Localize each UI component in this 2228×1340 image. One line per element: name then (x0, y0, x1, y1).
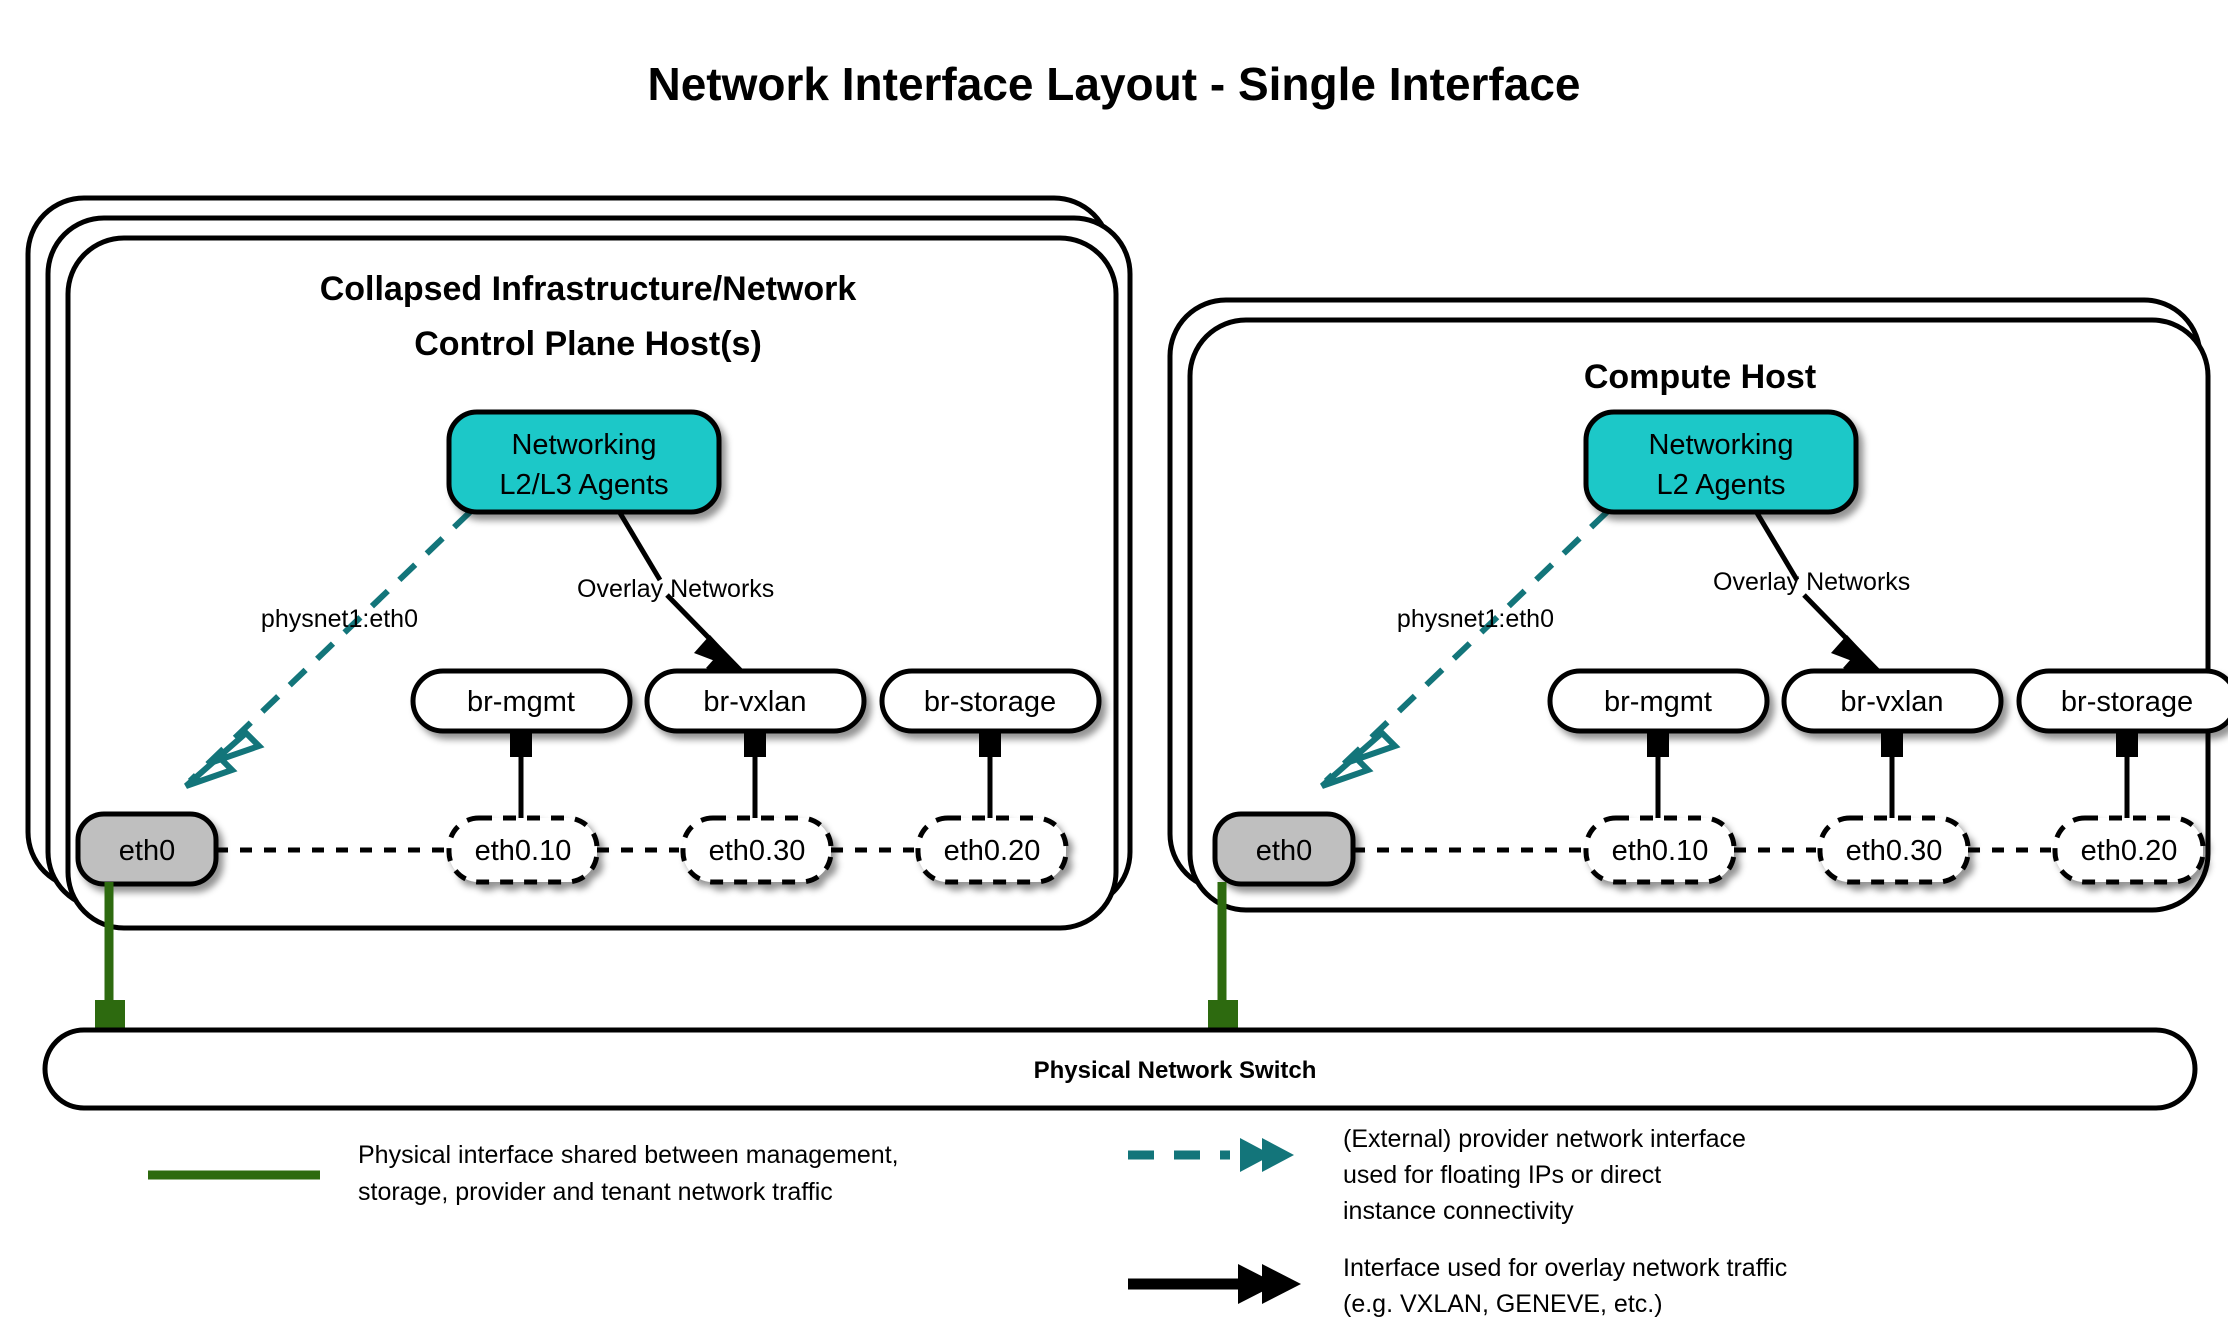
provider-arrow-head-2 (1347, 728, 1401, 765)
overlay-arrow-head-2 (1831, 635, 1881, 672)
bridge-node-br-storage[interactable] (2016, 668, 2228, 734)
provider-arrow-head-1 (184, 752, 238, 789)
vlan-label-eth0-20: eth0.20 (944, 835, 1041, 867)
bridge-label-br-mgmt: br-mgmt (467, 686, 575, 718)
bridge-node-br-storage[interactable] (879, 668, 1102, 734)
bridge-label-br-mgmt: br-mgmt (1604, 686, 1712, 718)
vlan-label-eth0-20: eth0.20 (2081, 835, 2178, 867)
host-title-line2: Control Plane Host(s) (414, 325, 762, 363)
networking-agents-node[interactable] (446, 409, 722, 515)
networking-agents-box[interactable] (446, 409, 722, 515)
vlan-node-eth0-20[interactable] (915, 815, 1069, 885)
provider-link-label: physnet1:eth0 (261, 605, 418, 633)
provider-network-link: physnet1:eth0 (184, 509, 473, 789)
networking-agents-label-line2: L2/L3 Agents (499, 469, 668, 501)
physical-nic-node-eth0[interactable] (75, 811, 219, 887)
networking-agents-label-line2: L2 Agents (1657, 469, 1786, 501)
vlan-node-eth0-10[interactable] (446, 815, 600, 885)
vlan-label-eth0-30: eth0.30 (1846, 835, 1943, 867)
legend-text-line-1: Physical interface shared between manage… (358, 1141, 899, 1169)
host-panel-compute-host: Compute Host physnet1:eth0 Overlay Netwo… (1167, 297, 2228, 1034)
overlay-network-link: Overlay Networks (1713, 511, 1910, 687)
host-title-line1: Compute Host (1584, 358, 1816, 396)
legend: Physical interface shared between manage… (148, 1125, 1787, 1318)
overlay-link-label: Overlay Networks (577, 575, 774, 603)
page-title: Network Interface Layout - Single Interf… (647, 58, 1580, 110)
legend-item-physical-interface: Physical interface shared between manage… (148, 1141, 899, 1206)
switch-bar[interactable] (42, 1027, 2198, 1111)
networking-agents-box[interactable] (1583, 409, 1859, 515)
physical-nic-label-eth0: eth0 (119, 835, 175, 867)
provider-arrow-head-1 (1320, 752, 1374, 789)
legend-text-line-1: (External) provider network interface (1343, 1125, 1746, 1153)
bridge-label-br-vxlan: br-vxlan (703, 686, 806, 718)
vlan-label-eth0-10: eth0.10 (475, 835, 572, 867)
vlan-node-eth0-30[interactable] (680, 815, 834, 885)
switch-label: Physical Network Switch (1034, 1057, 1317, 1084)
vlan-label-eth0-10: eth0.10 (1612, 835, 1709, 867)
host-panel-control-plane-host: Collapsed Infrastructure/Network Control… (25, 195, 1133, 1034)
legend-text-line-3: instance connectivity (1343, 1197, 1574, 1225)
vlan-label-eth0-30: eth0.30 (709, 835, 806, 867)
vlan-node-eth0-20[interactable] (2052, 815, 2206, 885)
host-stack-layer-front (65, 235, 1119, 931)
bridge-label-br-storage: br-storage (924, 686, 1056, 718)
host-title-line1: Collapsed Infrastructure/Network (320, 270, 857, 308)
networking-agents-label-line1: Networking (511, 429, 656, 461)
host-stack-layer-front (1187, 317, 2211, 913)
overlay-link-label: Overlay Networks (1713, 568, 1910, 596)
legend-text-line-2: storage, provider and tenant network tra… (358, 1178, 833, 1206)
bridge-node-br-vxlan[interactable] (1781, 668, 2004, 734)
provider-arrow-head-2 (211, 728, 265, 765)
legend-text-line-2: (e.g. VXLAN, GENEVE, etc.) (1343, 1290, 1663, 1318)
provider-link-label: physnet1:eth0 (1397, 605, 1554, 633)
vlan-node-eth0-10[interactable] (1583, 815, 1737, 885)
provider-network-link: physnet1:eth0 (1320, 509, 1610, 789)
physical-network-switch[interactable]: Physical Network Switch (42, 1027, 2198, 1111)
legend-arrow-head-2 (1262, 1138, 1294, 1172)
legend-item-provider-network-interface: (External) provider network interface us… (1128, 1125, 1746, 1225)
overlay-arrow-head-2 (694, 635, 744, 672)
physical-nic-label-eth0: eth0 (1256, 835, 1312, 867)
bridge-node-br-mgmt[interactable] (410, 668, 633, 734)
legend-text-line-1: Interface used for overlay network traff… (1343, 1254, 1787, 1282)
legend-arrow-head-1 (1240, 1138, 1272, 1172)
bridge-node-br-vxlan[interactable] (644, 668, 867, 734)
vlan-node-eth0-30[interactable] (1817, 815, 1971, 885)
physical-nic-node-eth0[interactable] (1212, 811, 1356, 887)
legend-arrow-head-1 (1238, 1264, 1277, 1304)
bridge-node-br-mgmt[interactable] (1547, 668, 1770, 734)
networking-agents-node[interactable] (1583, 409, 1859, 515)
bridge-label-br-storage: br-storage (2061, 686, 2193, 718)
networking-agents-label-line1: Networking (1648, 429, 1793, 461)
legend-item-overlay-network-interface: Interface used for overlay network traff… (1128, 1254, 1787, 1318)
legend-text-line-2: used for floating IPs or direct (1343, 1161, 1661, 1189)
bridge-label-br-vxlan: br-vxlan (1840, 686, 1943, 718)
legend-arrow-head-2 (1262, 1264, 1301, 1304)
